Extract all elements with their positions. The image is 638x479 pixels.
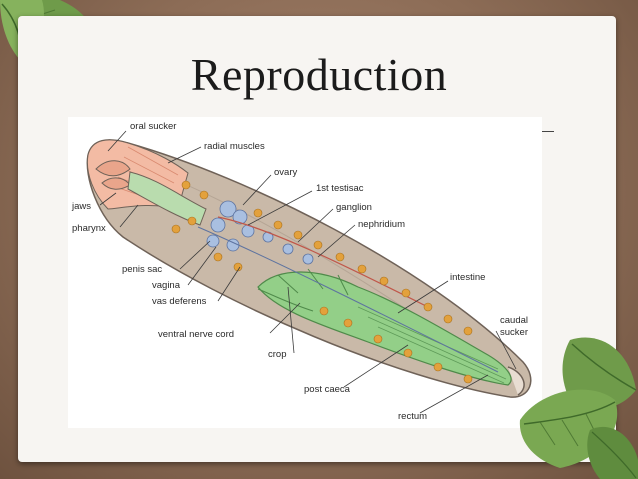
- label-pharynx: pharynx: [72, 223, 106, 234]
- label-sucker: sucker: [500, 327, 528, 338]
- label-penis-sac: penis sac: [122, 264, 162, 275]
- label-vas-deferens: vas deferens: [152, 296, 207, 307]
- label-crop: crop: [268, 349, 286, 360]
- testisacs: [171, 180, 473, 384]
- label-oral-sucker: oral sucker: [130, 121, 176, 132]
- label-jaws: jaws: [71, 201, 91, 212]
- leaf-decoration-bottom-right: [519, 337, 638, 479]
- leech-anatomy-diagram: oral sucker radial muscles ovary 1st tes…: [68, 117, 542, 428]
- label-nephridium: nephridium: [358, 219, 405, 230]
- slide-title: Reproduction: [190, 49, 448, 100]
- label-intestine: intestine: [450, 272, 485, 283]
- reproductive-organs: [206, 200, 314, 265]
- jaws: [95, 160, 131, 177]
- label-ovary: ovary: [274, 167, 297, 178]
- label-rectum: rectum: [398, 411, 427, 422]
- label-post-caeca: post caeca: [304, 384, 351, 395]
- crop-gut: [257, 271, 512, 386]
- label-vagina: vagina: [152, 280, 181, 291]
- label-ganglion: ganglion: [336, 202, 372, 213]
- label-ventral-nerve-cord: ventral nerve cord: [158, 329, 234, 340]
- ventral-nerve-cord: [197, 226, 499, 373]
- label-caudal: caudal: [500, 315, 528, 326]
- vas-deferens: [217, 216, 429, 308]
- label-radial-muscles: radial muscles: [204, 141, 265, 152]
- label-1st-testisac: 1st testisac: [316, 183, 364, 194]
- pharynx: [127, 171, 207, 226]
- title-underline-fragment: [542, 131, 554, 132]
- caudal-sucker: [507, 366, 525, 396]
